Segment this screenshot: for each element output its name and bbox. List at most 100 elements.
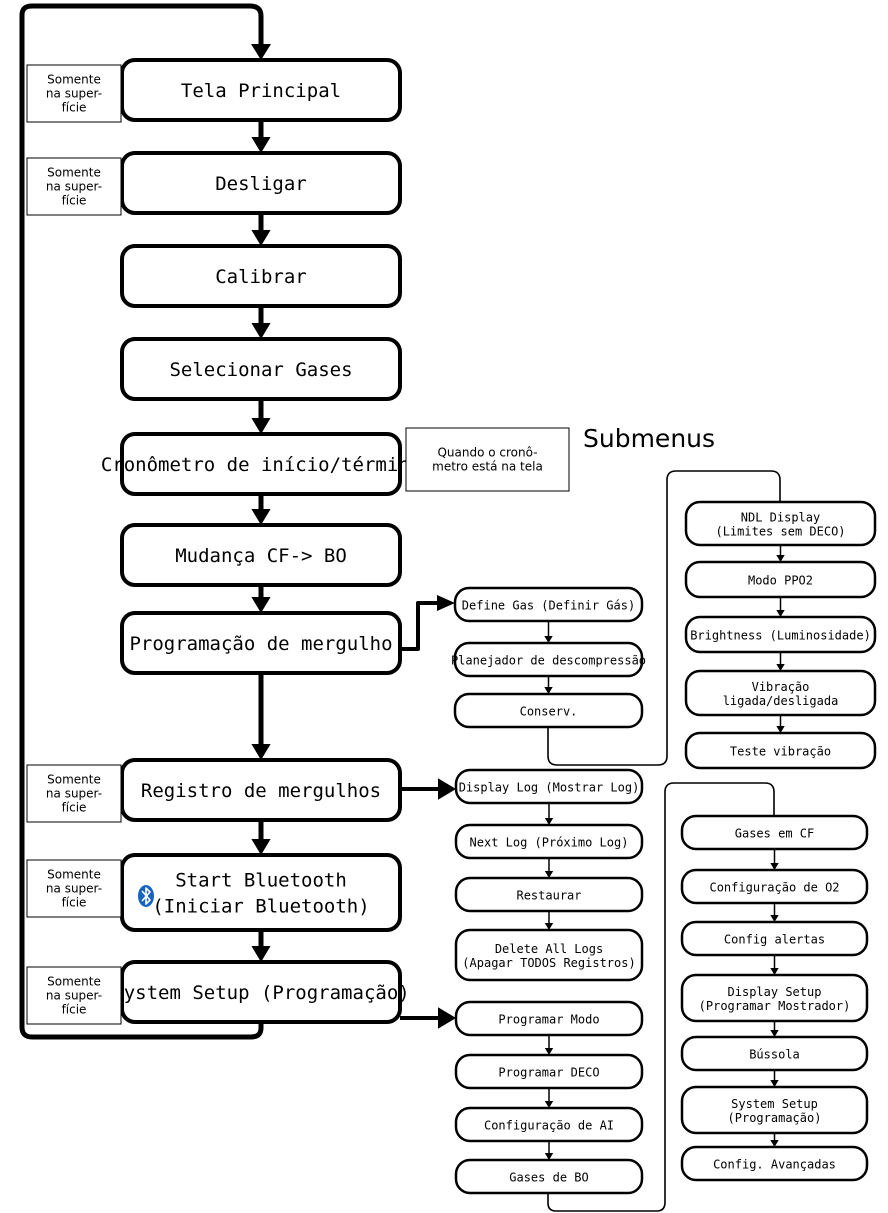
arrow-head: [544, 1101, 554, 1108]
note-label: fície: [62, 896, 87, 910]
dive-setup-more-item-brightness-luminosidade[interactable]: Brightness (Luminosidade): [684, 615, 877, 654]
main-menu-start-bluetooth-iniciar-bluetooth[interactable]: Start Bluetooth(Iniciar Bluetooth): [120, 853, 402, 932]
box-label: Gases de BO: [509, 1171, 588, 1185]
box-outline: [120, 611, 402, 675]
arrow-head: [438, 1007, 456, 1029]
box-outline: [120, 151, 402, 215]
note-label: na super-: [46, 87, 102, 101]
dive-log-item-restaurar[interactable]: Restaurar: [454, 876, 644, 913]
arrow-head: [251, 44, 271, 60]
box-label: Cronômetro de início/término: [101, 454, 421, 476]
box-outline: [453, 641, 644, 678]
system-setup-more-item-system-setup-programacao[interactable]: System Setup(Programação): [680, 1085, 869, 1135]
system-setup-item-gases-de-bo[interactable]: Gases de BO: [454, 1158, 644, 1195]
box-label: Next Log (Próximo Log): [470, 836, 629, 850]
system-setup-more-item-gases-em-cf[interactable]: Gases em CF: [680, 814, 869, 851]
box-label: Tela Principal: [181, 80, 341, 102]
dive-setup-more-item-teste-vibracao[interactable]: Teste vibração: [684, 731, 877, 770]
arrow-head: [544, 923, 554, 930]
box-outline: [680, 1035, 869, 1072]
box-label: Desligar: [215, 173, 307, 195]
main-menu-cronometro-de-inicio-termino[interactable]: Cronômetro de início/término: [101, 432, 421, 496]
main-menu-selecionar-gases[interactable]: Selecionar Gases: [120, 337, 402, 401]
dive-log-item-delete-all-logs-apagar-todos-registr[interactable]: Delete All Logs(Apagar TODOS Registros): [454, 928, 644, 982]
arrow-head: [544, 636, 553, 643]
arrow-head: [776, 664, 785, 671]
main-menu-registro-de-mergulhos[interactable]: Registro de mergulhos: [120, 758, 402, 822]
box-label: ligada/desligada: [723, 694, 839, 708]
box-label: Programar DECO: [498, 1066, 599, 1080]
dive-setup-connector: [400, 601, 437, 651]
system-setup-item-programar-modo[interactable]: Programar Modo: [454, 1000, 644, 1037]
dive-setup-more-item-modo-ppo2[interactable]: Modo PPO2: [684, 560, 877, 599]
arrow-head: [251, 839, 271, 855]
system-setup-more-item-display-setup-programar-mostrador[interactable]: Display Setup(Programar Mostrador): [680, 973, 869, 1023]
box-label: Vibração: [752, 680, 810, 694]
bluetooth-glyph: [141, 887, 151, 905]
arrow-head: [776, 610, 785, 617]
note-label: Somente: [47, 773, 101, 787]
box-label: Mudança CF-> BO: [175, 545, 347, 567]
main-menu-desligar[interactable]: Desligar: [120, 151, 402, 215]
note-outline: [26, 64, 122, 123]
box-label: Configuração de AI: [484, 1119, 614, 1133]
main-menu-system-setup-programacao[interactable]: System Setup (Programação): [112, 960, 410, 1024]
box-label: System Setup: [731, 1097, 818, 1111]
box-outline: [680, 920, 869, 957]
box-outline: [684, 615, 877, 654]
arrow-head: [251, 509, 271, 525]
box-label: Bússola: [749, 1048, 800, 1062]
note-label: metro está na tela: [432, 460, 543, 474]
box-label: Config alertas: [724, 933, 825, 947]
arrow-head: [544, 687, 553, 694]
main-menu-calibrar[interactable]: Calibrar: [120, 244, 402, 308]
note-label: Quando o cronô-: [437, 446, 537, 460]
arrow-head: [251, 230, 271, 246]
box-outline: [453, 692, 644, 729]
arrow-head: [437, 595, 455, 611]
dive-log-item-display-log-mostrar-log[interactable]: Display Log (Mostrar Log): [454, 768, 644, 805]
box-outline: [684, 560, 877, 599]
main-menu-programacao-de-mergulho[interactable]: Programação de mergulho: [120, 611, 402, 675]
main-menu-tela-principal[interactable]: Tela Principal: [120, 58, 402, 122]
box-label: Configuração de O2: [709, 881, 839, 895]
note-outline: [405, 427, 570, 492]
box-outline: [454, 1106, 644, 1143]
dive-setup-item-conserv[interactable]: Conserv.: [453, 692, 644, 729]
box-outline: [120, 337, 402, 401]
box-outline: [454, 823, 644, 860]
note-outline: [26, 966, 122, 1025]
box-label: Restaurar: [516, 889, 581, 903]
system-setup-more-item-bussola[interactable]: Bússola: [680, 1035, 869, 1072]
system-setup-item-programar-deco[interactable]: Programar DECO: [454, 1053, 644, 1090]
box-label: Calibrar: [215, 266, 307, 288]
box-label: NDL Display: [741, 511, 820, 525]
arrow-head: [544, 871, 554, 878]
main-menu-mudanca-cf-bo[interactable]: Mudança CF-> BO: [120, 523, 402, 587]
dive-setup-item-planejador-de-descompressao[interactable]: Planejador de descompressão: [451, 641, 646, 678]
note-label: fície: [62, 101, 87, 115]
box-label: Config. Avançadas: [713, 1158, 836, 1172]
box-label: Delete All Logs: [495, 942, 603, 956]
arrow-head: [251, 744, 271, 760]
box-outline: [454, 1000, 644, 1037]
note-label: fície: [62, 194, 87, 208]
system-setup-more-item-config-alertas[interactable]: Config alertas: [680, 920, 869, 957]
dive-setup-more-item-ndl-display-limites-sem-deco[interactable]: NDL Display(Limites sem DECO): [684, 500, 877, 547]
note-label: Somente: [47, 975, 101, 989]
arrow-head: [776, 555, 785, 562]
box-outline: [680, 868, 869, 905]
system-setup-more-item-configuracao-de-o2[interactable]: Configuração de O2: [680, 868, 869, 905]
note-label: na super-: [46, 180, 102, 194]
box-outline: [454, 1053, 644, 1090]
system-setup-more-item-config-avancadas[interactable]: Config. Avançadas: [680, 1145, 869, 1182]
arrow-head: [251, 137, 271, 153]
box-outline: [120, 960, 402, 1024]
box-label: Modo PPO2: [748, 574, 813, 588]
dive-log-item-next-log-proximo-log[interactable]: Next Log (Próximo Log): [454, 823, 644, 860]
system-setup-item-configuracao-de-ai[interactable]: Configuração de AI: [454, 1106, 644, 1143]
dive-setup-item-define-gas-definir-gas[interactable]: Define Gas (Definir Gás): [453, 586, 644, 623]
